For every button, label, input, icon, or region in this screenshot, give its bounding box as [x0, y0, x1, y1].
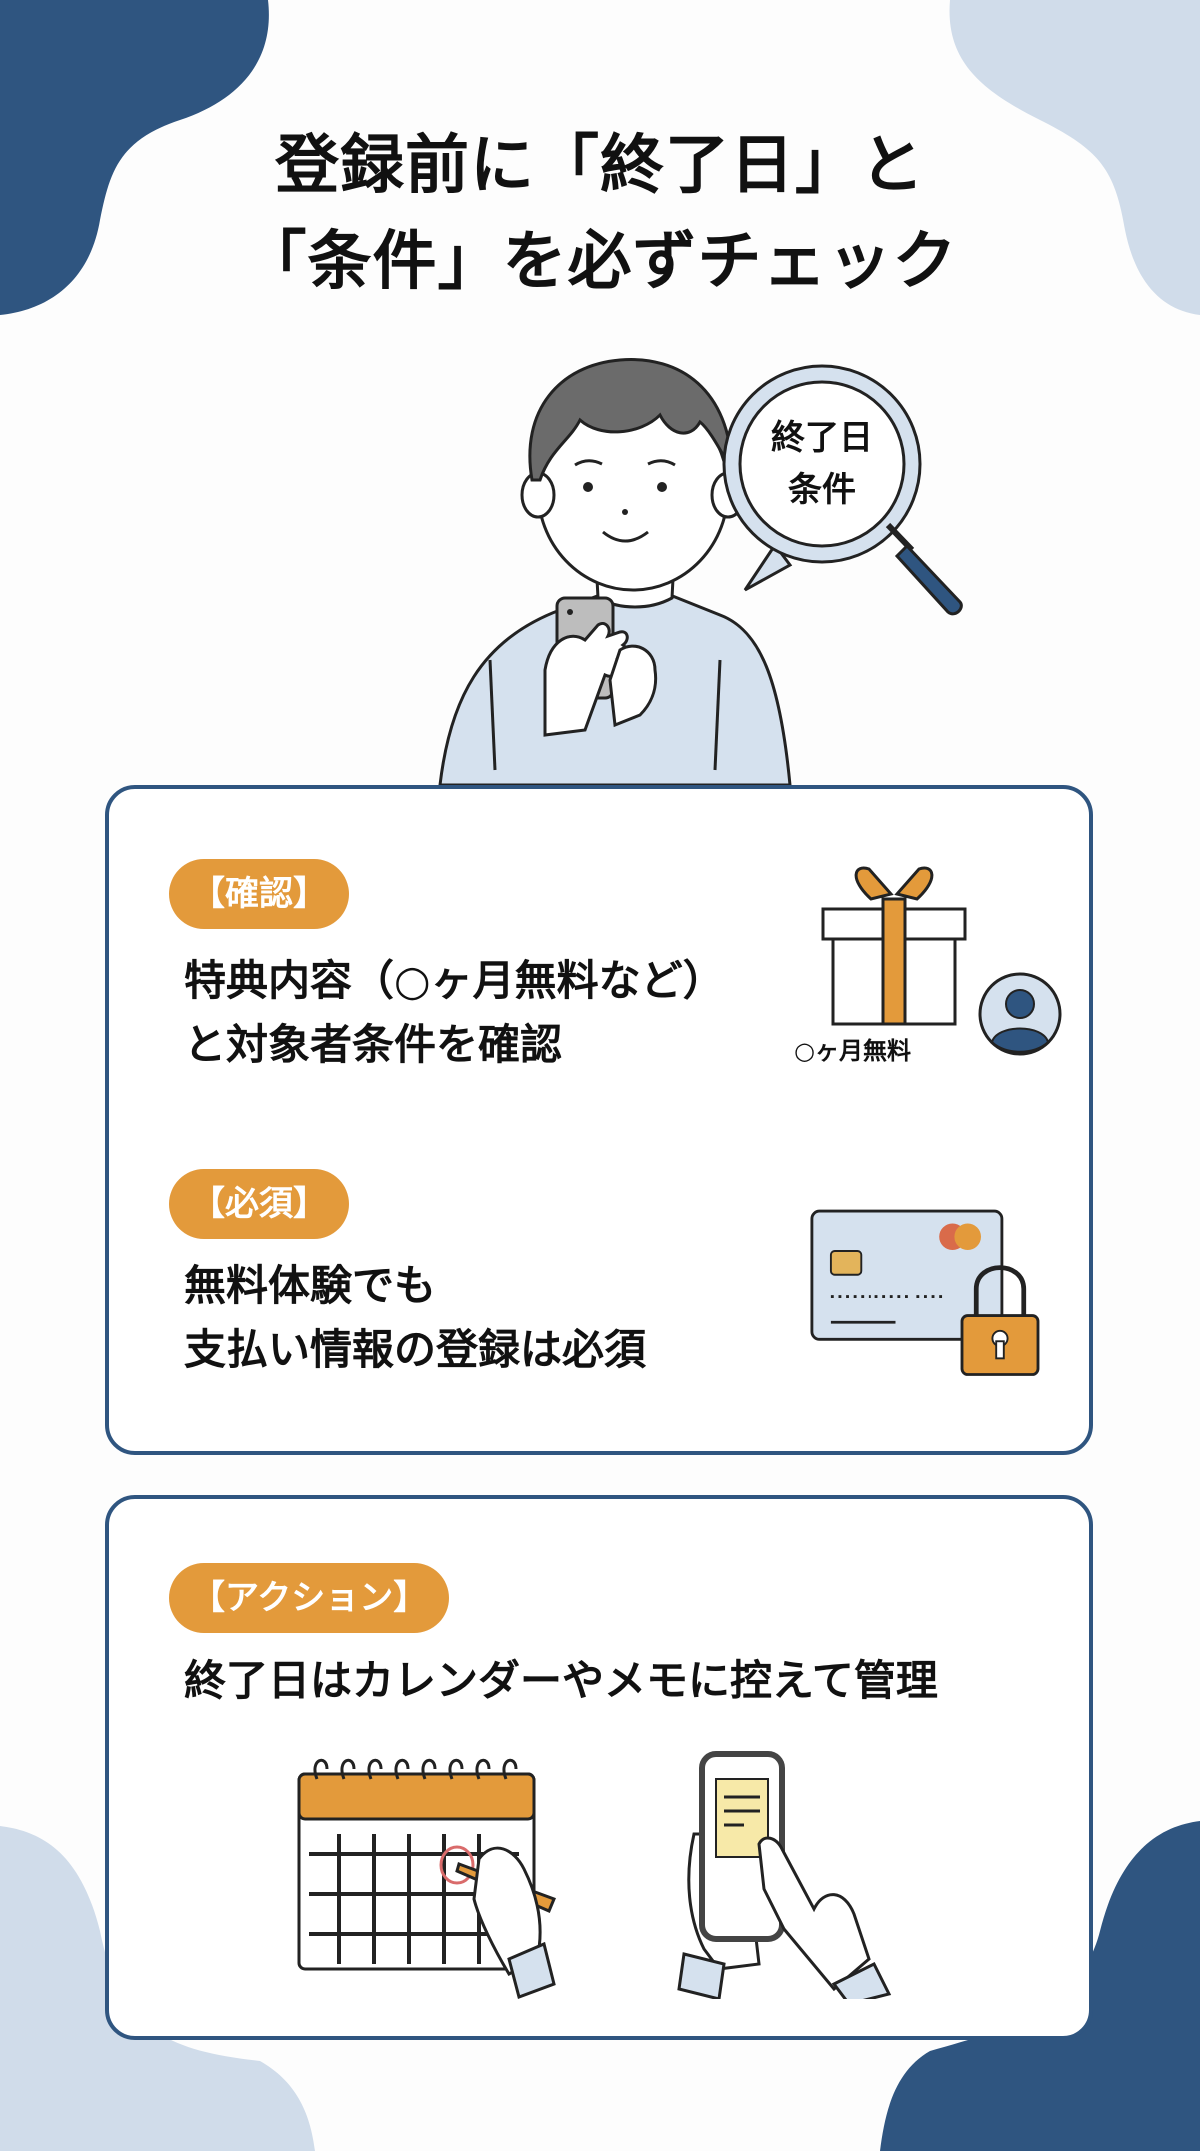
corner-blob-top-right: [949, 0, 1200, 315]
benefit-text-line-1: 特典内容（○ヶ月無料など）: [184, 956, 725, 1005]
check-card: 【確認】 特典内容（○ヶ月無料など） と対象者条件を確認 ○ヶ月無料 【必須】 …: [105, 785, 1093, 1455]
gift-box-icon: [821, 866, 967, 1026]
person-with-phone-icon: [438, 358, 963, 787]
credit-card-lock-icon: [810, 1209, 1040, 1376]
title-line-2: 「条件」を必ずチェック: [242, 225, 958, 299]
confirm-badge: 【確認】: [169, 859, 349, 929]
title-line-1: 登録前に「終了日」と: [275, 129, 925, 203]
magnifier-text: 終了日 条件: [755, 412, 889, 516]
calendar-with-pen-icon: [297, 1758, 556, 1999]
required-text-line-2: 支払い情報の登録は必須: [184, 1325, 647, 1374]
action-badge: 【アクション】: [169, 1563, 450, 1633]
corner-blob-bottom-left: [0, 1826, 315, 2151]
benefit-text-line-2: と対象者条件を確認: [184, 1020, 563, 1069]
required-text-line-1: 無料体験でも: [184, 1261, 437, 1310]
phone-memo-icon: [677, 1751, 892, 1999]
user-avatar-icon: [978, 972, 1062, 1056]
page-title: 登録前に「終了日」と 「条件」を必ずチェック: [0, 118, 1200, 310]
free-months-label: ○ヶ月無料: [794, 1037, 911, 1065]
magnifier-label-end-date: 終了日: [771, 418, 873, 458]
action-text: 終了日はカレンダーやメモに控えて管理: [184, 1656, 938, 1705]
hero-illustration: 終了日 条件: [420, 340, 1000, 790]
corner-blob-top-left: [0, 0, 269, 315]
required-badge: 【必須】: [169, 1169, 349, 1239]
action-card: 【アクション】 終了日はカレンダーやメモに控えて管理: [105, 1495, 1093, 2040]
corner-blob-bottom-right: [880, 1821, 1200, 2151]
magnifier-label-conditions: 条件: [788, 470, 856, 510]
